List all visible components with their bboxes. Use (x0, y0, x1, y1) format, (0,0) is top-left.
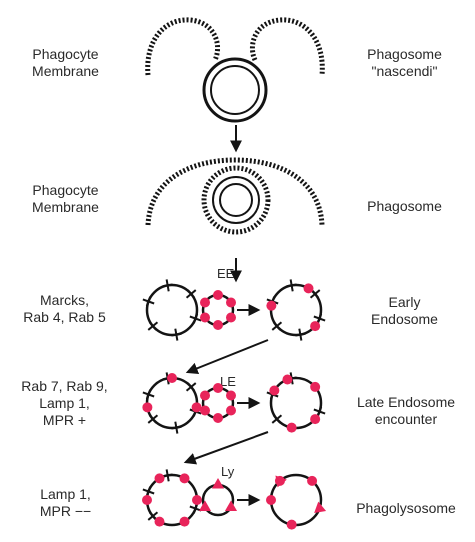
marker-triangle (225, 501, 237, 512)
marker-dot (142, 402, 152, 412)
marker-dot (155, 517, 165, 527)
label-left-stage-3: Marcks, Rab 4, Rab 5 (2, 292, 127, 326)
nascent-phagosome-inner (211, 66, 259, 114)
label-line: Rab 4, Rab 5 (2, 309, 127, 326)
label-line: Late Endosome (340, 394, 472, 411)
marker-dot (167, 373, 177, 383)
nascent-phagosome-outer (204, 59, 266, 121)
label-line: Early (342, 294, 467, 311)
label-line: Phagosome (342, 46, 467, 63)
arrow-stage-4-to-5 (186, 432, 268, 462)
marker-dot (269, 386, 279, 396)
label-line: Membrane (8, 63, 123, 80)
marker-dot (304, 283, 314, 293)
early-endosome-vesicle (200, 290, 236, 330)
phagosome-stage-4 (142, 372, 201, 433)
label-right-stage-2: Phagosome (342, 198, 467, 215)
label-line: Rab 7, Rab 9, (2, 378, 127, 395)
marker-dot (200, 298, 210, 308)
label-line: Phagocyte (8, 46, 123, 63)
marker-dot (213, 413, 223, 423)
marker-dot (213, 320, 223, 330)
label-line: Endosome (342, 311, 467, 328)
phagosome-stage-5 (142, 469, 202, 526)
marker-dot (310, 321, 320, 331)
marker-dot (200, 313, 210, 323)
marker-dot (226, 406, 236, 416)
marker-triangle (212, 478, 224, 489)
marker-dot (180, 473, 190, 483)
label-right-stage-4: Late Endosome encounter (340, 394, 472, 428)
label-line: Marcks, (2, 292, 127, 309)
marker-dot (180, 517, 190, 527)
early-phagosome (266, 279, 325, 340)
marker-dot (266, 301, 276, 311)
marker-dot (266, 495, 276, 505)
stage-2-phagosome (148, 160, 322, 232)
marker-dot (213, 383, 223, 393)
marker-dot (282, 375, 292, 385)
arrow-stage-3-to-4 (188, 340, 268, 372)
label-line: Phagocyte (8, 182, 123, 199)
label-line: encounter (340, 411, 472, 428)
label-line: "nascendi" (342, 63, 467, 80)
late-endosome-vesicle (200, 383, 236, 423)
marker-dot (142, 495, 152, 505)
tag-early-endosome: EE (217, 266, 235, 281)
marker-dot (310, 382, 320, 392)
label-right-stage-1: Phagosome "nascendi" (342, 46, 467, 80)
label-left-stage-2: Phagocyte Membrane (8, 182, 123, 216)
marker-dot (226, 298, 236, 308)
marker-dot (155, 473, 165, 483)
marker-dot (287, 520, 297, 530)
phagosome-inner-ring (220, 184, 252, 216)
marker-dot (226, 391, 236, 401)
marker-dot (200, 406, 210, 416)
marker-dot (226, 313, 236, 323)
label-line: Membrane (8, 199, 123, 216)
stage-1-engulfing-membrane (148, 20, 323, 121)
marker-dot (307, 476, 317, 486)
phagolysosome (266, 475, 326, 530)
tag-lysosome: Ly (221, 464, 235, 479)
label-line: Lamp 1, (8, 486, 123, 503)
marker-dot (192, 495, 202, 505)
marker-dot (213, 290, 223, 300)
phagosome-stage-3 (143, 279, 201, 340)
label-line: Phagosome (342, 198, 467, 215)
marker-dot (200, 391, 210, 401)
label-right-stage-3: Early Endosome (342, 294, 467, 328)
label-line: Phagolysosome (340, 500, 472, 517)
lysosome-vesicle (199, 478, 237, 515)
label-left-stage-4: Rab 7, Rab 9, Lamp 1, MPR + (2, 378, 127, 429)
marker-dot (310, 414, 320, 424)
label-left-stage-1: Phagocyte Membrane (8, 46, 123, 80)
label-line: MPR −− (8, 503, 123, 520)
marker-dot (287, 423, 297, 433)
label-line: MPR + (2, 412, 127, 429)
label-left-stage-5: Lamp 1, MPR −− (8, 486, 123, 520)
label-line: Lamp 1, (2, 395, 127, 412)
label-right-stage-5: Phagolysosome (340, 500, 472, 517)
late-phagosome (267, 372, 325, 432)
